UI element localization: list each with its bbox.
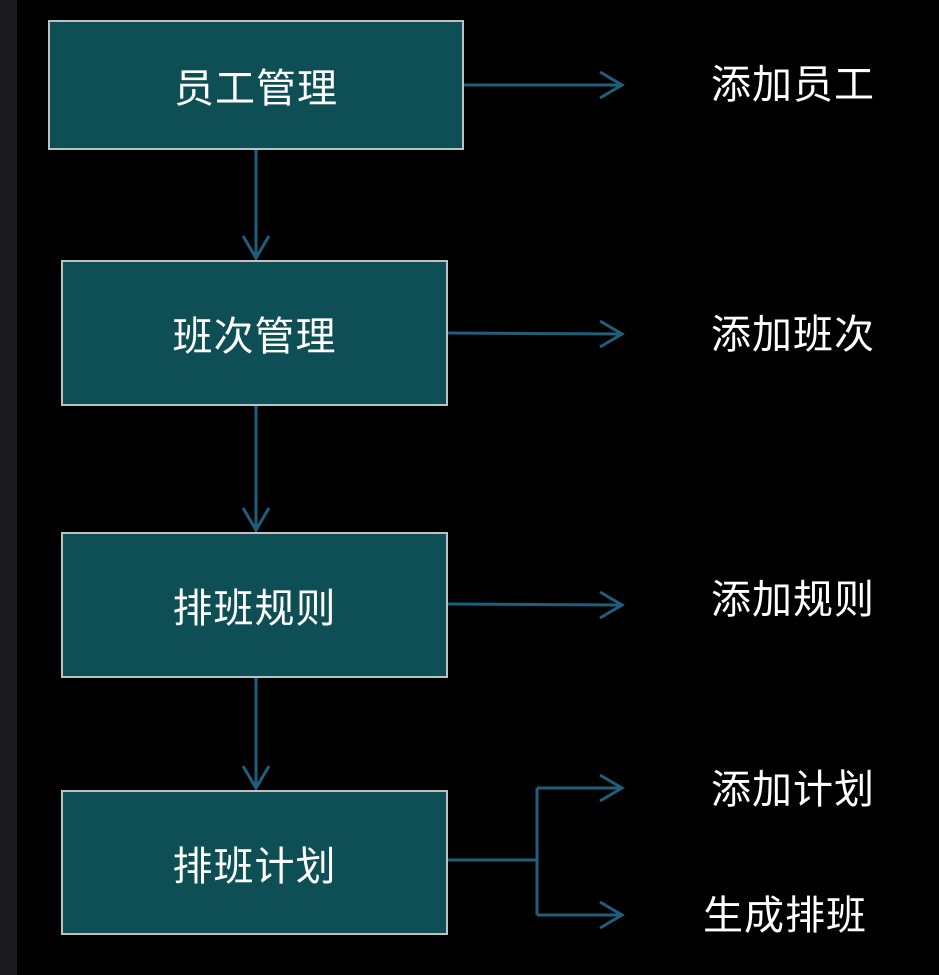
arrowhead-add-shift xyxy=(599,319,625,349)
arrowhead-add-employee xyxy=(599,70,625,100)
arrowhead-add-rule xyxy=(599,590,625,620)
arrowhead-rule-to-plan xyxy=(241,765,271,791)
scheduling-rules-box[interactable]: 排班规则 xyxy=(61,532,448,678)
add-rule-action[interactable]: 添加规则 xyxy=(711,577,875,623)
arrow-to-add-rule xyxy=(447,602,621,607)
arrow-to-add-shift xyxy=(447,331,621,336)
arrowhead-generate-schedule xyxy=(599,900,625,930)
arrowhead-employee-to-shift xyxy=(241,235,271,261)
employee-management-label: 员工管理 xyxy=(174,66,338,112)
window-left-edge xyxy=(0,0,17,975)
shift-management-box[interactable]: 班次管理 xyxy=(61,260,448,406)
add-shift-action[interactable]: 添加班次 xyxy=(711,312,875,358)
scheduling-rules-label: 排班规则 xyxy=(172,586,337,632)
add-plan-action[interactable]: 添加计划 xyxy=(711,767,875,813)
shift-management-label: 班次管理 xyxy=(172,314,337,360)
generate-schedule-action[interactable]: 生成排班 xyxy=(703,893,867,939)
add-employee-action[interactable]: 添加员工 xyxy=(711,62,875,108)
employee-management-box[interactable]: 员工管理 xyxy=(48,20,464,150)
arrowhead-add-plan xyxy=(599,773,625,803)
scheduling-plan-label: 排班计划 xyxy=(172,843,337,890)
arrowhead-shift-to-rule xyxy=(241,507,271,533)
branch-connector-plan xyxy=(448,786,620,917)
scheduling-plan-box[interactable]: 排班计划 xyxy=(61,790,448,935)
